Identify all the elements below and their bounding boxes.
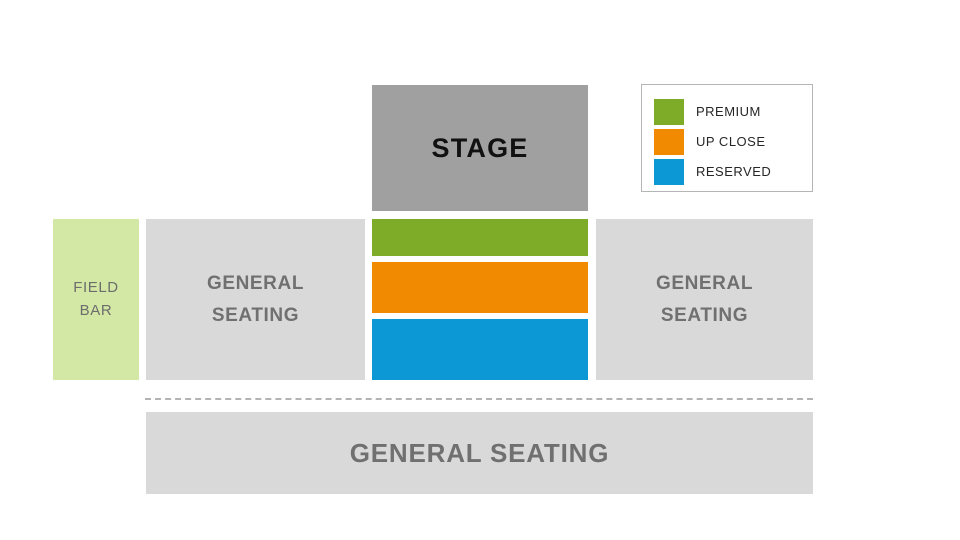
- general-seating-left-block[interactable]: GENERAL SEATING: [146, 219, 365, 380]
- legend-item-premium[interactable]: PREMIUM: [654, 97, 812, 126]
- tier-premium-block[interactable]: [372, 219, 588, 256]
- general-seating-left-label: GENERAL SEATING: [207, 268, 304, 331]
- tier-up-close-block[interactable]: [372, 262, 588, 313]
- general-seating-bottom-block[interactable]: GENERAL SEATING: [146, 412, 813, 494]
- legend-swatch-up-close: [654, 128, 684, 155]
- field-bar-label: FIELD BAR: [73, 277, 119, 322]
- tier-reserved-block[interactable]: [372, 319, 588, 380]
- legend-item-up-close[interactable]: UP CLOSE: [654, 127, 812, 156]
- general-seating-right-label-line2: SEATING: [660, 304, 749, 326]
- general-seating-left-label-line1: GENERAL: [206, 273, 305, 295]
- general-seating-right-label-line1: GENERAL: [655, 273, 754, 295]
- legend-label-premium: PREMIUM: [696, 104, 761, 119]
- stage-block[interactable]: STAGE: [372, 85, 588, 211]
- stage-label: STAGE: [431, 132, 529, 163]
- general-seating-right-label: GENERAL SEATING: [656, 268, 753, 331]
- general-seating-right-block[interactable]: GENERAL SEATING: [596, 219, 813, 380]
- field-bar-label-line2: BAR: [79, 301, 113, 319]
- legend-label-reserved: RESERVED: [696, 164, 772, 179]
- legend-item-reserved[interactable]: RESERVED: [654, 157, 812, 186]
- general-seating-bottom-label: GENERAL SEATING: [349, 437, 610, 468]
- legend-label-up-close: UP CLOSE: [696, 134, 766, 149]
- field-bar-label-line1: FIELD: [73, 279, 119, 296]
- legend-swatch-premium: [654, 98, 684, 125]
- legend-swatch-reserved: [654, 158, 684, 185]
- general-seating-left-label-line2: SEATING: [211, 304, 300, 326]
- legend: PREMIUM UP CLOSE RESERVED: [641, 84, 813, 192]
- field-bar-block[interactable]: FIELD BAR: [53, 219, 139, 380]
- dashed-divider: [145, 398, 813, 400]
